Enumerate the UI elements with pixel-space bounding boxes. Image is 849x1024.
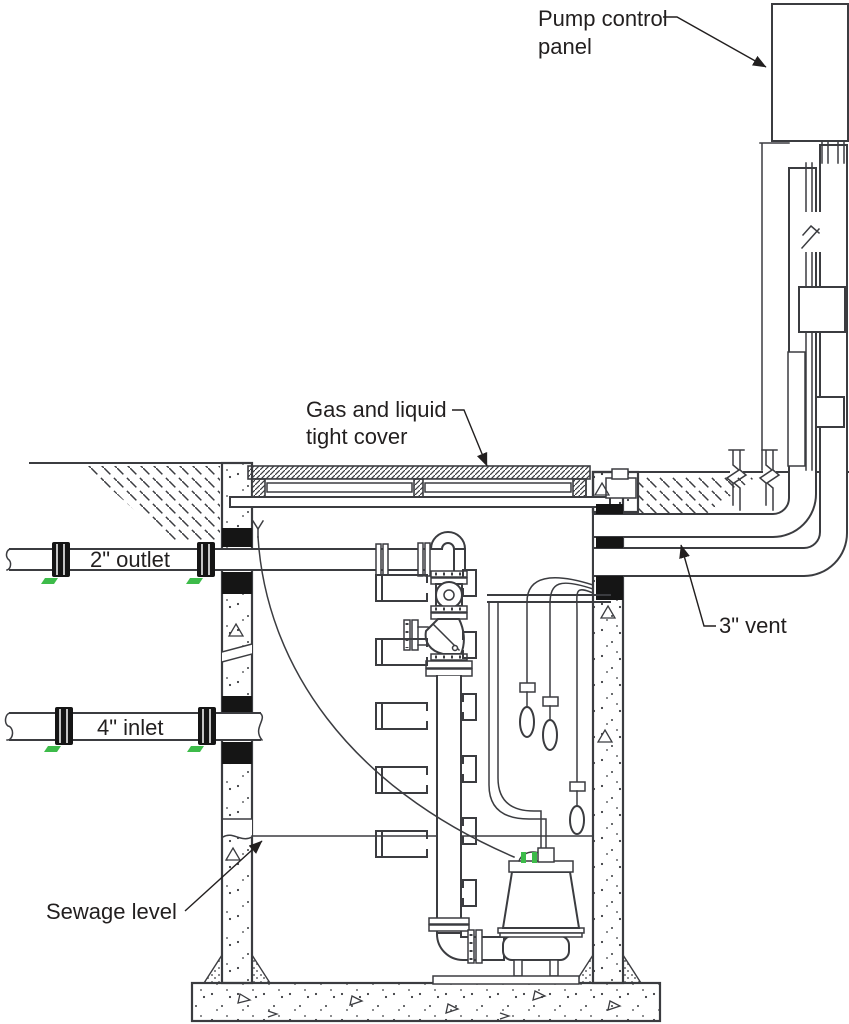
coupling-accent <box>41 578 58 584</box>
gas-liquid-tight-cover <box>229 465 637 538</box>
pump-base-plate <box>432 975 580 985</box>
discharge-riser <box>436 675 462 934</box>
pump-volute <box>502 935 570 961</box>
cover-conduit-fitting <box>605 477 637 499</box>
label-cover-2: tight cover <box>306 424 408 449</box>
basin-rim-flange <box>229 496 611 508</box>
pump-cable <box>488 601 547 849</box>
cable-gland <box>537 847 555 863</box>
junction-box-upper <box>798 286 846 333</box>
float-switch <box>542 719 558 751</box>
float-switch <box>569 805 585 835</box>
coupling-accent <box>187 746 204 752</box>
float-switch <box>519 706 535 738</box>
label-cover: Gas and liquid <box>306 397 447 422</box>
float-switches <box>487 577 611 849</box>
pump-control-panel-assembly <box>592 3 849 577</box>
pump-accent <box>521 852 526 863</box>
outlet-pipe <box>5 542 428 584</box>
discharge-assembly <box>375 531 505 964</box>
submersible-pump <box>432 847 585 985</box>
conduit-riser-break-1 <box>725 449 748 511</box>
pump-body <box>501 871 581 929</box>
cable-hook <box>251 519 265 538</box>
power-cable-sweep <box>257 536 515 858</box>
pump-control-panel-box <box>771 3 849 142</box>
trap-loop <box>429 531 467 550</box>
leader-pump-control-panel <box>663 16 767 68</box>
disconnect-switch-symbol <box>800 224 821 250</box>
label-vent: 3" vent <box>719 613 787 638</box>
vent-pipe-upper <box>592 167 817 538</box>
label-outlet: 2" outlet <box>90 547 170 572</box>
wall-details <box>221 481 617 861</box>
label-inlet: 4" inlet <box>97 715 164 740</box>
float-mount-bar <box>487 594 611 603</box>
coupling-accent <box>186 578 203 584</box>
label-pump-control-panel-2: panel <box>538 34 592 59</box>
inlet-pipe <box>4 707 264 752</box>
vent-pipe-lower <box>592 144 848 577</box>
coupling-accent <box>44 746 61 752</box>
leader-sewage-level <box>184 840 263 912</box>
conduit-riser-break-2 <box>758 449 781 511</box>
junction-box-lower <box>815 396 845 428</box>
conduit-body <box>787 351 806 467</box>
leader-cover <box>452 409 488 467</box>
sewage-level-line <box>221 818 594 840</box>
panel-conduit-stubs <box>821 140 845 164</box>
label-pump-control-panel: Pump control <box>538 6 668 31</box>
labels: Pump control panel Gas and liquid tight … <box>46 6 787 924</box>
label-sewage-level: Sewage level <box>46 899 177 924</box>
concrete-slab <box>190 952 662 1023</box>
guide-rail-brackets <box>375 569 477 907</box>
pump-accent <box>532 852 537 863</box>
leader-vent <box>679 544 716 627</box>
